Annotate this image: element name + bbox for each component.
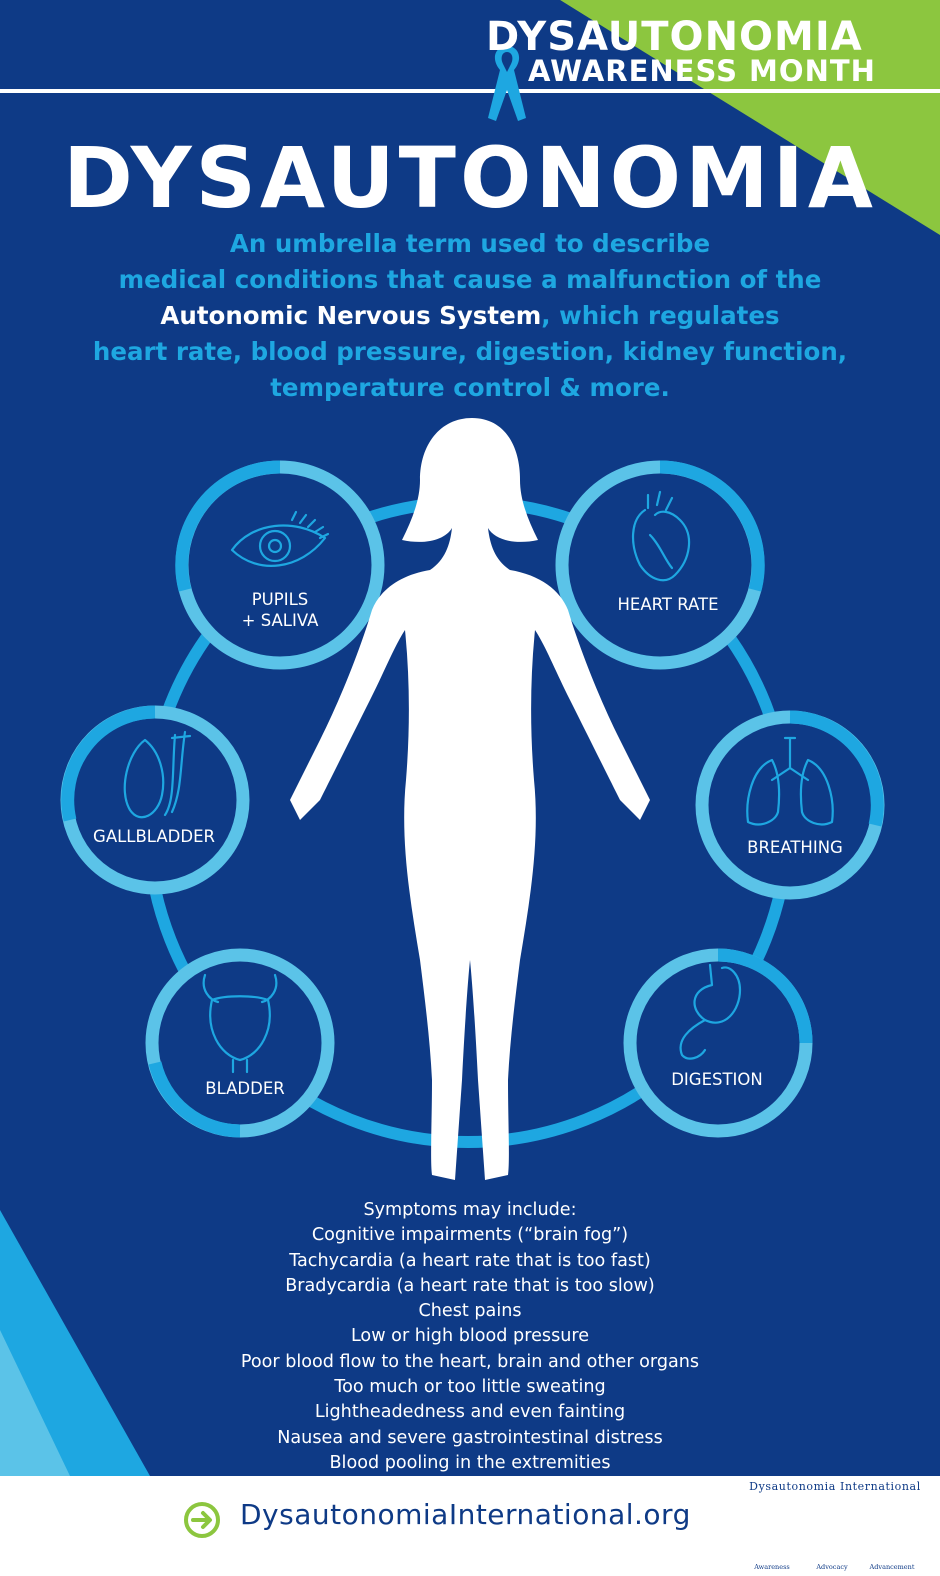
stomach-icon <box>679 963 742 1060</box>
symptoms-list: Symptoms may include: Cognitive impairme… <box>120 1198 820 1476</box>
heart-icon <box>631 490 691 582</box>
green-corner-decoration <box>560 0 940 235</box>
awareness-ribbon-icon <box>488 46 526 121</box>
website-link[interactable]: DysautonomiaInternational.org <box>240 1498 691 1531</box>
intro-highlight: Autonomic Nervous System <box>160 301 542 330</box>
page-title: DYSAUTONOMIA <box>63 129 877 227</box>
breathing-label: BREATHING <box>747 838 843 857</box>
symptom-item: Tachycardia (a heart rate that is too fa… <box>289 1250 651 1271</box>
arrow-right-icon[interactable] <box>182 1500 222 1540</box>
symptom-item: Lightheadedness and even fainting <box>314 1402 626 1423</box>
eye-icon <box>230 510 330 567</box>
intro-line-3-rest: , which regulates <box>541 301 780 330</box>
advancement-tile-label: Advancement <box>869 1563 915 1571</box>
banner-background <box>0 0 700 88</box>
symptom-item: Poor blood flow to the heart, brain and … <box>240 1351 700 1372</box>
body-silhouette-icon <box>290 418 650 1180</box>
intro-text: An umbrella term used to describe medica… <box>40 226 900 406</box>
advocacy-tile-label: Advocacy <box>816 1563 848 1571</box>
banner-subtitle: AWARENESS MONTH <box>528 54 876 88</box>
gallbladder-icon <box>123 730 192 819</box>
banner-divider <box>0 89 940 93</box>
symptoms-heading: Symptoms may include: <box>363 1200 577 1220</box>
symptom-item: Cognitive impairments (“brain fog”) <box>311 1225 629 1246</box>
intro-line-3: Autonomic Nervous System, which regulate… <box>40 298 900 334</box>
intro-line-4: heart rate, blood pressure, digestion, k… <box>92 337 848 366</box>
lungs-icon <box>746 736 834 826</box>
intro-line-5: temperature control & more. <box>270 373 670 402</box>
symptom-item: Bradycardia (a heart rate that is too sl… <box>285 1275 655 1296</box>
symptom-item: Too much or too little sweating <box>334 1377 606 1398</box>
symptom-item: Nausea and severe gastrointestinal distr… <box>277 1427 663 1448</box>
pupils-label: PUPILS + SALIVA <box>190 589 370 631</box>
intro-line-2: medical conditions that cause a malfunct… <box>118 265 822 294</box>
pupils-label-line-2: + SALIVA <box>241 611 319 630</box>
organization-name: Dysautonomia International <box>749 1480 921 1493</box>
heart-rate-label: HEART RATE <box>617 595 719 614</box>
symptom-item: Chest pains <box>418 1301 522 1322</box>
left-corner-decoration-light <box>0 1330 70 1476</box>
banner-title: DYSAUTONOMIA <box>486 14 863 60</box>
symptom-item: Blood pooling in the extremities <box>329 1452 611 1473</box>
pupils-label-line-1: PUPILS <box>251 590 309 609</box>
awareness-tile-label: Awareness <box>754 1563 790 1571</box>
bladder-icon <box>202 973 278 1074</box>
intro-line-1: An umbrella term used to describe <box>229 229 711 258</box>
digestion-label: DIGESTION <box>671 1070 763 1089</box>
bladder-label: BLADDER <box>205 1079 285 1098</box>
footer <box>0 1476 940 1576</box>
symptom-item: Low or high blood pressure <box>350 1326 590 1347</box>
gallbladder-label: GALLBLADDER <box>93 827 215 846</box>
